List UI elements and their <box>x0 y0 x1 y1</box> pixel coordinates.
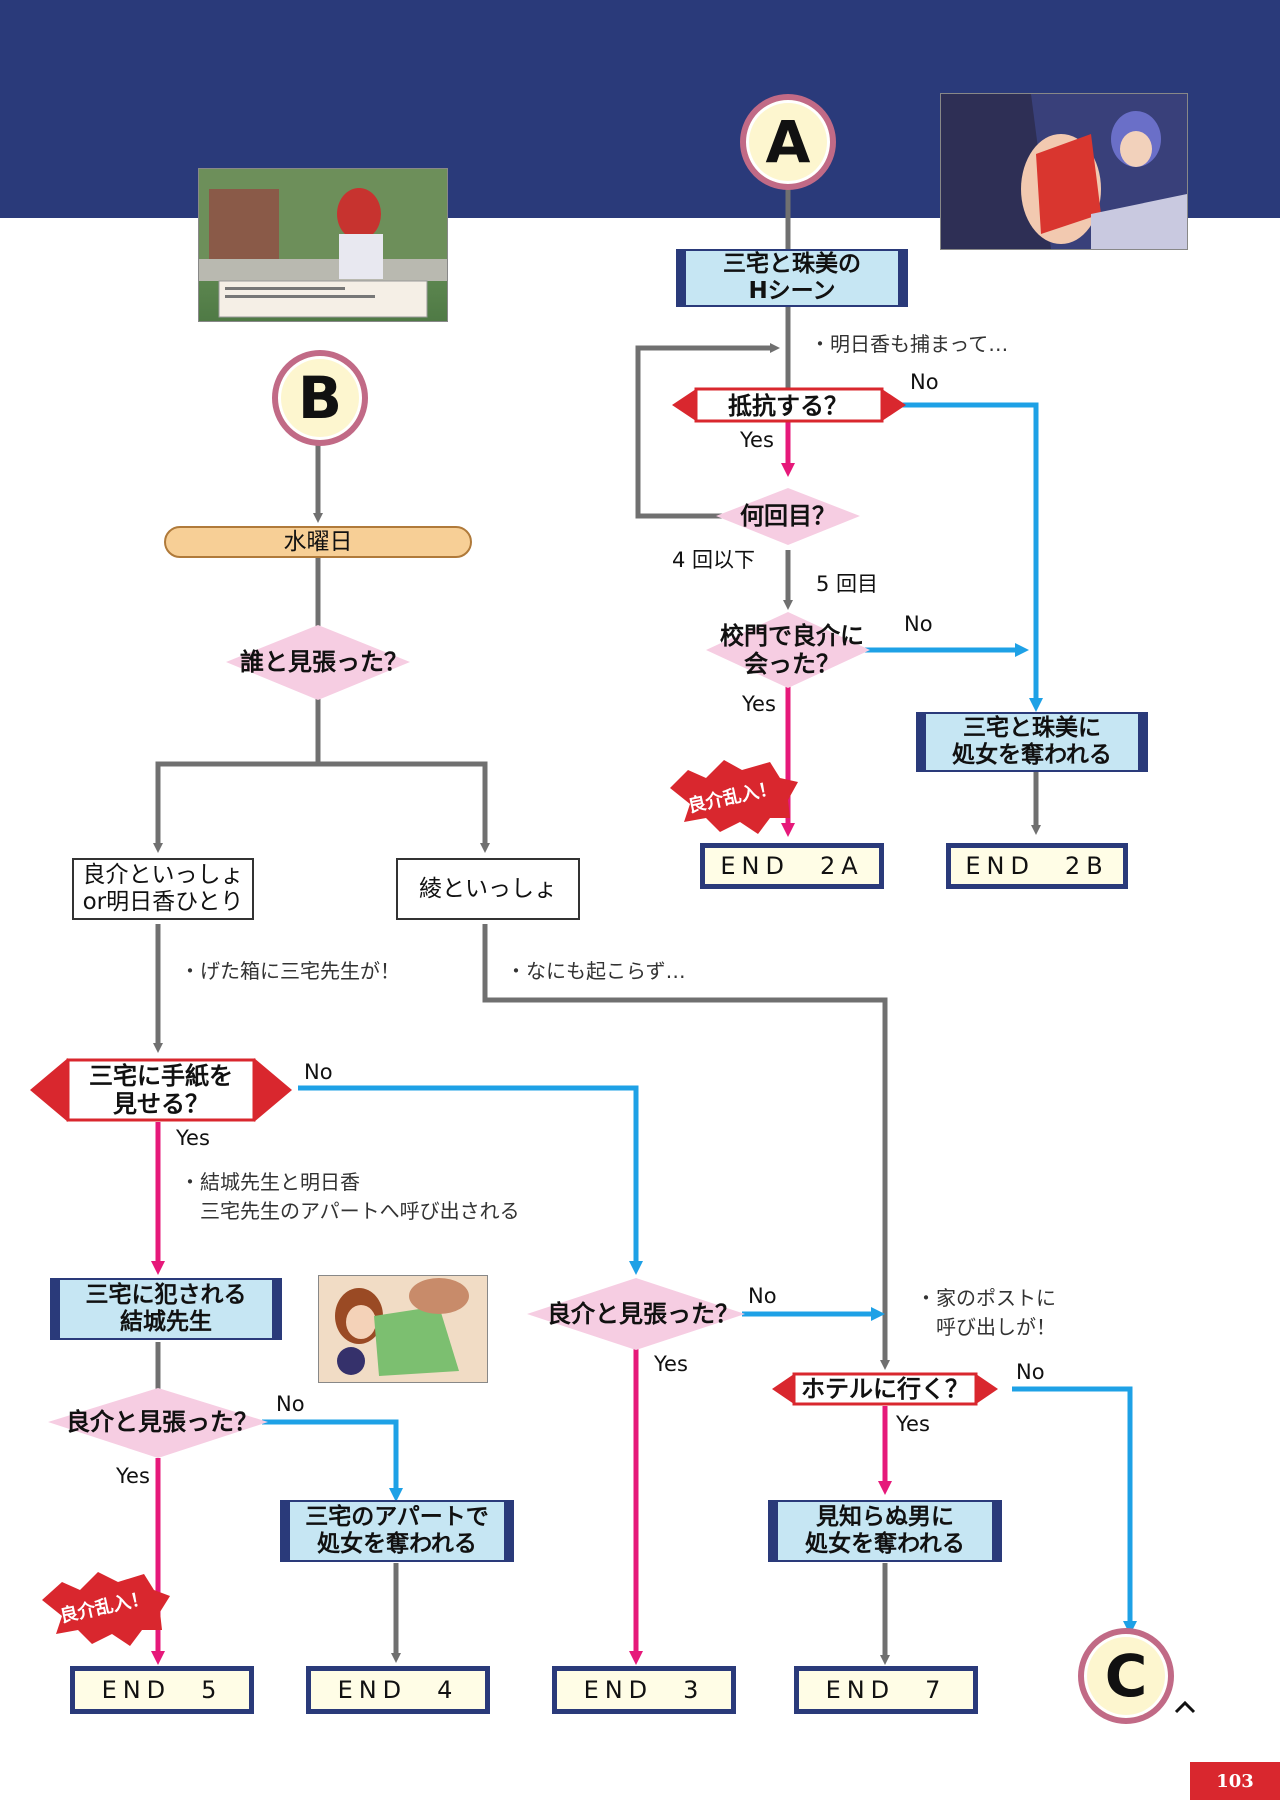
scene-stranger: 見知らぬ男に 処女を奪われる <box>768 1500 1002 1562</box>
end-2a: END 2A <box>700 843 884 889</box>
end-7: END 7 <box>794 1666 978 1714</box>
scene-tamami-lost: 三宅と珠美に 処女を奪われる <box>916 712 1148 772</box>
b-branch-lines <box>151 442 1137 1665</box>
goto-c-circle: C <box>1078 1628 1174 1724</box>
start-a-circle: A <box>740 94 836 190</box>
end-4: END 4 <box>306 1666 490 1714</box>
edge-times-le4: 4 回以下 <box>672 548 756 572</box>
end-3: END 3 <box>552 1666 736 1714</box>
decision-diamonds <box>48 488 870 1458</box>
start-a-label: A <box>765 108 811 176</box>
end-2b: END 2B <box>946 843 1128 889</box>
edge-yes-hotel: Yes <box>896 1412 930 1436</box>
edge-yes-letter: Yes <box>176 1126 210 1150</box>
arrow-decision-shapes <box>30 387 998 1406</box>
edge-no-letter: No <box>304 1060 333 1084</box>
edge-no-resist: No <box>910 370 939 394</box>
scene-yuki: 三宅に犯される 結城先生 <box>50 1278 282 1340</box>
start-b-circle: B <box>272 350 368 446</box>
edge-yes-resist: Yes <box>740 428 774 452</box>
end-5: END 5 <box>70 1666 254 1714</box>
decision-watch-left: 良介と見張った？ <box>66 1408 258 1436</box>
page-number: 103 <box>1190 1762 1280 1800</box>
edge-times-5: 5 回目 <box>816 572 879 596</box>
edge-yes-watch-mid: Yes <box>654 1352 688 1376</box>
edge-no-watch-mid: No <box>748 1284 777 1308</box>
note-apart-call: ・結城先生と明日香 三宅先生のアパートへ呼び出される <box>180 1170 520 1223</box>
scene-miyake-tamami: 三宅と珠美の Hシーン <box>676 249 908 307</box>
a-branch-lines <box>635 185 1043 837</box>
edge-yes-gate: Yes <box>742 692 776 716</box>
game-screenshot-yuki <box>318 1275 488 1383</box>
note-post-call: ・家のポストに 呼び出しが！ <box>916 1286 1056 1339</box>
edge-no-gate: No <box>904 612 933 636</box>
day-wednesday: 水曜日 <box>164 526 472 558</box>
decision-hotel: ホテルに行く？ <box>801 1375 969 1403</box>
goto-c-label: C <box>1104 1642 1148 1710</box>
edge-no-hotel: No <box>1016 1360 1045 1384</box>
decision-gate: 校門で良介に 会った？ <box>720 622 864 678</box>
start-b-label: B <box>297 364 343 432</box>
option-ryosuke: 良介といっしょ or明日香ひとり <box>72 858 254 920</box>
decision-watch-mid: 良介と見張った？ <box>547 1300 739 1328</box>
note-asuka-caught: ・明日香も捕まって… <box>810 332 1009 356</box>
game-screenshot-scene-a <box>940 93 1188 250</box>
edge-no-watch-left: No <box>276 1392 305 1416</box>
burst-shapes <box>42 760 798 1646</box>
game-screenshot-school <box>198 168 448 322</box>
decision-who: 誰と見張った？ <box>240 648 408 676</box>
option-aya: 綾といっしょ <box>396 858 580 920</box>
decision-letter: 三宅に手紙を 見せる？ <box>89 1062 233 1118</box>
note-geta: ・げた箱に三宅先生が！ <box>180 959 400 983</box>
decision-count: 何回目？ <box>740 502 836 530</box>
decision-resist: 抵抗する？ <box>728 392 848 420</box>
edge-yes-watch-left: Yes <box>116 1464 150 1488</box>
note-nothing: ・なにも起こらず… <box>506 959 686 983</box>
scene-apart: 三宅のアパートで 処女を奪われる <box>280 1500 514 1562</box>
